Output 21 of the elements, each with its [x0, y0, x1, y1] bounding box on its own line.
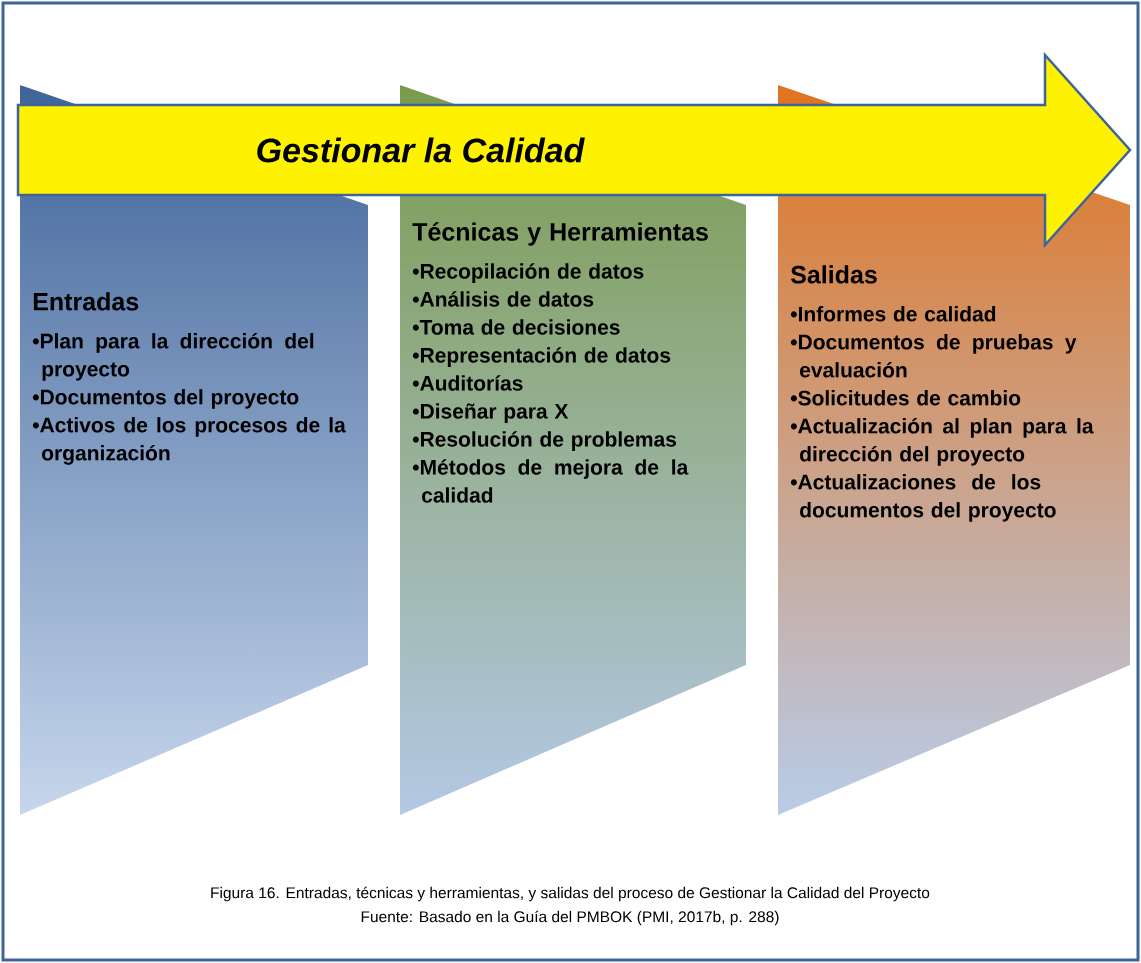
- list-item: •Documentos del proyecto: [32, 389, 299, 409]
- list-item: •Toma de decisiones: [412, 319, 620, 335]
- list-item: •Métodos de mejora de la calidad: [412, 459, 689, 503]
- list-item: •Diseñar para X: [412, 403, 569, 423]
- column-heading: Entradas: [33, 292, 139, 311]
- list-item: •Plan para la dirección del proyecto: [32, 332, 314, 381]
- list-item: •Actualizaciones de los documentos del proyecto: [790, 474, 1056, 522]
- list-item: •Informes de calidad: [790, 306, 996, 322]
- column-heading: Técnicas y Herramientas: [412, 222, 708, 246]
- list-item: •Auditorías: [412, 375, 523, 391]
- list-item: •Activos de los procesos de la organización: [32, 417, 346, 465]
- column-heading: Salidas: [790, 265, 877, 284]
- list-item: •Solicitudes de cambio: [790, 390, 1021, 406]
- list-item: •Actualización al plan para la dirección del proyecto: [790, 417, 1094, 466]
- list-item: •Análisis de datos: [412, 291, 594, 307]
- list-item: •Documentos de pruebas y evaluación: [790, 334, 1077, 378]
- figure-caption: Figura 16. Entradas, técnicas y herramientas, y salidas del proceso de Gestionar la Calidad del Proyecto: [211, 886, 930, 902]
- list-item: •Recopilación de datos: [412, 263, 644, 283]
- source-note: Fuente: Basado en la Guía del PMBOK (PMI, 2017b, p. 288): [361, 910, 779, 926]
- list-item: •Resolución de problemas: [412, 431, 677, 451]
- list-item: •Representación de datos: [412, 347, 671, 367]
